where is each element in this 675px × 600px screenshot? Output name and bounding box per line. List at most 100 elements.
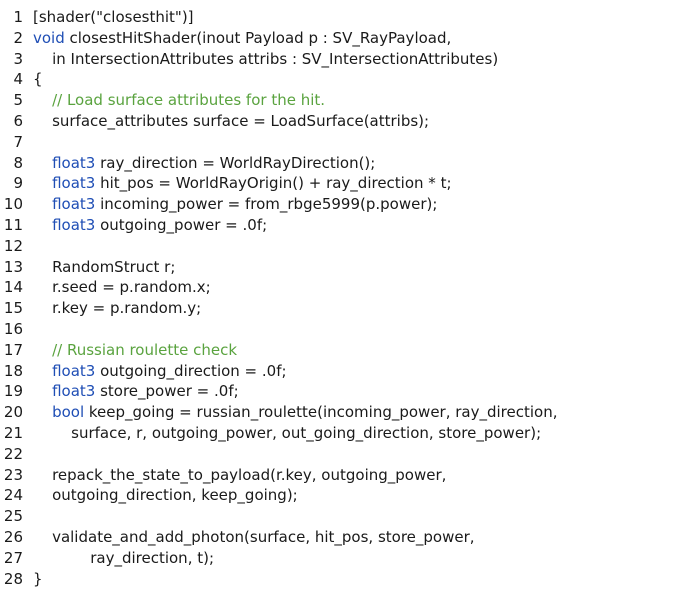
keyword-token: float3 xyxy=(52,215,96,234)
code-token: r.key = p.random.y; xyxy=(33,299,202,318)
code-line: 12 xyxy=(0,236,675,257)
code-token: incoming_power = from_rbge5999(p.power); xyxy=(95,195,438,214)
line-number: 22 xyxy=(3,444,23,463)
code-token: } xyxy=(33,569,43,588)
code-token xyxy=(33,382,52,400)
line-number: 27 xyxy=(3,548,23,567)
line-code: surface, r, outgoing_power, out_going_di… xyxy=(33,423,675,444)
keyword-token: float3 xyxy=(52,195,96,214)
code-token: validate_and_add_photon(surface, hit_pos… xyxy=(33,527,475,546)
line-number: 4 xyxy=(13,70,23,89)
code-token xyxy=(33,174,52,192)
line-code: float3 hit_pos = WorldRayOrigin() + ray_… xyxy=(33,173,675,194)
code-token: surface_attributes surface = LoadSurface… xyxy=(33,111,430,130)
line-code: RandomStruct r; xyxy=(33,257,675,278)
keyword-token: bool xyxy=(52,403,85,422)
line-number: 1 xyxy=(13,8,23,26)
code-line: 4{ xyxy=(0,69,675,90)
line-number: 19 xyxy=(3,382,23,401)
code-token: outgoing_direction = .0f; xyxy=(95,361,287,380)
line-code xyxy=(33,319,675,340)
code-token: hit_pos = WorldRayOrigin() + ray_directi… xyxy=(95,174,452,193)
code-token: [shader("closesthit")] xyxy=(33,8,194,26)
line-code: repack_the_state_to_payload(r.key, outgo… xyxy=(33,465,675,486)
code-line: 13 RandomStruct r; xyxy=(0,257,675,278)
code-line: 22 xyxy=(0,444,675,465)
line-code: float3 ray_direction = WorldRayDirection… xyxy=(33,153,675,174)
code-line: 23 repack_the_state_to_payload(r.key, ou… xyxy=(0,465,675,486)
line-number: 25 xyxy=(3,507,23,526)
code-line: 15 r.key = p.random.y; xyxy=(0,298,675,319)
code-line: 19 float3 store_power = .0f; xyxy=(0,381,675,402)
code-token: RandomStruct r; xyxy=(33,257,176,276)
code-line: 27 ray_direction, t); xyxy=(0,548,675,569)
code-line: 8 float3 ray_direction = WorldRayDirecti… xyxy=(0,153,675,174)
line-number: 15 xyxy=(3,299,23,318)
code-line: 28} xyxy=(0,569,675,590)
line-code xyxy=(33,132,675,153)
line-code xyxy=(33,506,675,527)
code-token: in IntersectionAttributes attribs : SV_I… xyxy=(33,49,499,68)
line-code: ray_direction, t); xyxy=(33,548,675,569)
keyword-token: float3 xyxy=(52,361,96,380)
line-code: // Russian roulette check xyxy=(33,340,675,361)
code-line: 26 validate_and_add_photon(surface, hit_… xyxy=(0,527,675,548)
code-token xyxy=(33,154,52,172)
line-code: float3 outgoing_power = .0f; xyxy=(33,215,675,236)
line-number: 23 xyxy=(3,465,23,484)
code-line: 6 surface_attributes surface = LoadSurfa… xyxy=(0,111,675,132)
code-line: 14 r.seed = p.random.x; xyxy=(0,277,675,298)
code-token: r.seed = p.random.x; xyxy=(33,278,211,297)
line-number: 26 xyxy=(3,527,23,546)
keyword-token: void xyxy=(33,28,65,47)
code-token: repack_the_state_to_payload(r.key, outgo… xyxy=(33,465,447,484)
code-token xyxy=(33,195,52,213)
line-code xyxy=(33,444,675,465)
line-number: 9 xyxy=(13,174,23,193)
line-code: r.key = p.random.y; xyxy=(33,298,675,319)
line-number: 28 xyxy=(3,569,23,588)
line-number: 18 xyxy=(3,361,23,380)
keyword-token: float3 xyxy=(52,174,96,193)
line-code xyxy=(33,236,675,257)
line-code: void closestHitShader(inout Payload p : … xyxy=(33,28,675,49)
code-token: store_power = .0f; xyxy=(95,382,239,401)
line-number: 10 xyxy=(3,195,23,214)
line-code: } xyxy=(33,569,675,590)
code-line: 20 bool keep_going = russian_roulette(in… xyxy=(0,402,675,423)
line-code: r.seed = p.random.x; xyxy=(33,277,675,298)
line-code: float3 incoming_power = from_rbge5999(p.… xyxy=(33,194,675,215)
line-number: 24 xyxy=(3,486,23,505)
code-token: { xyxy=(33,70,43,89)
line-number: 16 xyxy=(3,319,23,338)
line-number: 5 xyxy=(13,91,23,110)
comment-token: // Russian roulette check xyxy=(52,340,238,359)
keyword-token: float3 xyxy=(52,382,96,401)
code-token: ray_direction = WorldRayDirection(); xyxy=(95,153,376,172)
line-number: 3 xyxy=(13,49,23,68)
code-line: 18 float3 outgoing_direction = .0f; xyxy=(0,361,675,382)
line-number: 12 xyxy=(3,236,23,255)
code-line: 17 // Russian roulette check xyxy=(0,340,675,361)
code-token: surface, r, outgoing_power, out_going_di… xyxy=(33,423,542,442)
line-number: 11 xyxy=(3,215,23,234)
line-number: 7 xyxy=(13,132,23,151)
code-line: 10 float3 incoming_power = from_rbge5999… xyxy=(0,194,675,215)
line-code: { xyxy=(33,69,675,90)
code-token: ray_direction, t); xyxy=(33,548,215,567)
line-number: 14 xyxy=(3,278,23,297)
code-token: outgoing_direction, keep_going); xyxy=(33,486,298,505)
line-code: validate_and_add_photon(surface, hit_pos… xyxy=(33,527,675,548)
line-code: float3 outgoing_direction = .0f; xyxy=(33,361,675,382)
line-code: outgoing_direction, keep_going); xyxy=(33,485,675,506)
line-number: 21 xyxy=(3,423,23,442)
code-line: 21 surface, r, outgoing_power, out_going… xyxy=(0,423,675,444)
line-number: 8 xyxy=(13,153,23,172)
code-line: 3 in IntersectionAttributes attribs : SV… xyxy=(0,49,675,70)
line-code: surface_attributes surface = LoadSurface… xyxy=(33,111,675,132)
line-code: // Load surface attributes for the hit. xyxy=(33,90,675,111)
line-code: [shader("closesthit")] xyxy=(33,7,675,28)
code-token xyxy=(33,91,52,109)
